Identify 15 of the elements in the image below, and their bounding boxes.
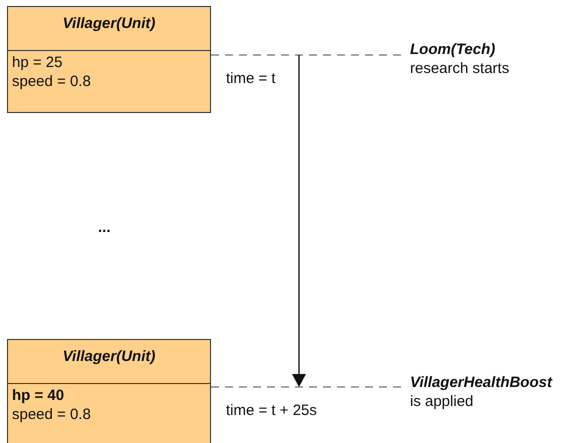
- attribute-text: hp = 25: [12, 53, 62, 72]
- class-name: Villager(Unit): [62, 15, 156, 32]
- time-label: time = t: [226, 70, 276, 87]
- event-name: VillagerHealthBoost: [410, 373, 552, 392]
- event-name: Loom(Tech): [410, 40, 496, 59]
- event-description: research starts: [410, 59, 510, 78]
- event-description: is applied: [410, 392, 474, 411]
- attribute-text: hp = 40: [12, 386, 64, 405]
- ellipsis-text: ...: [98, 219, 111, 236]
- class-box: [7, 6, 211, 113]
- attribute-text: speed = 0.8: [12, 72, 91, 91]
- class-box: [7, 339, 211, 443]
- time-label: time = t + 25s: [226, 402, 317, 419]
- attribute-text: speed = 0.8: [12, 405, 91, 424]
- class-name: Villager(Unit): [62, 348, 156, 365]
